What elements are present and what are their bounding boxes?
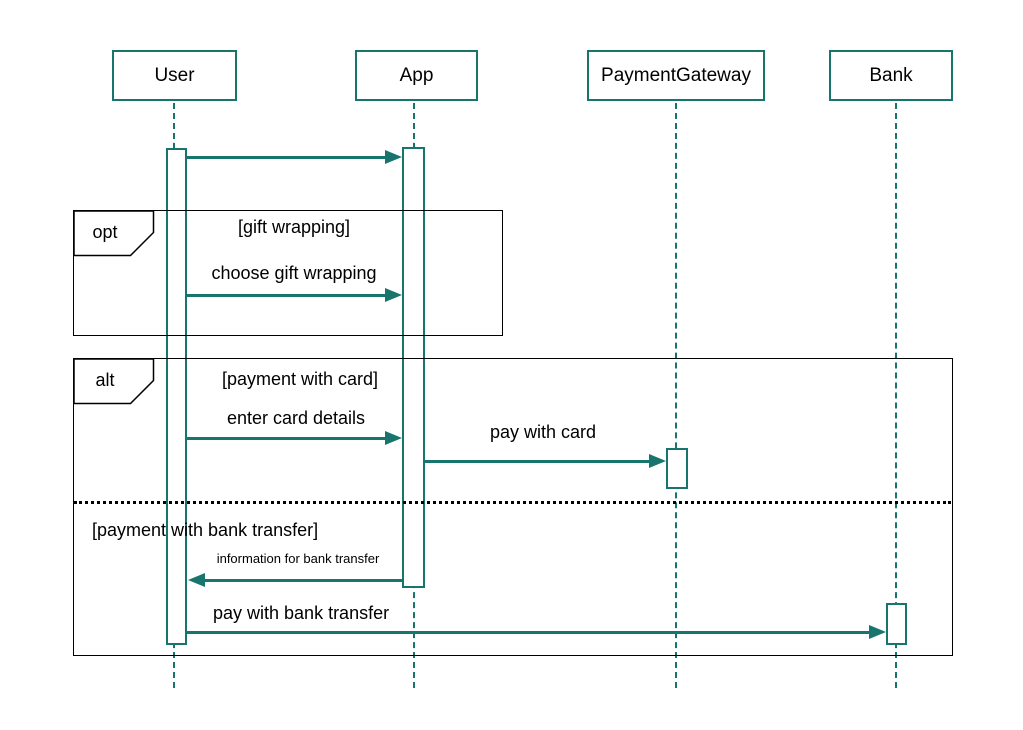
participant-user: User xyxy=(112,50,237,101)
message-information-for-bank-transfer-label: information for bank transfer xyxy=(216,551,380,566)
fragment-alt-pentagon-icon xyxy=(72,357,154,404)
participant-user-label: User xyxy=(154,64,195,86)
fragment-alt-guard-card: [payment with card] xyxy=(221,369,379,389)
participant-app-label: App xyxy=(399,64,434,86)
arrowhead-right-icon xyxy=(869,625,886,639)
fragment-alt: alt xyxy=(72,357,953,656)
fragment-alt-guard-bank-transfer: [payment with bank transfer] xyxy=(92,520,319,540)
message-user-app-line xyxy=(187,155,386,159)
arrowhead-right-icon xyxy=(649,454,666,468)
participant-bank-label: Bank xyxy=(869,64,913,86)
activation-user xyxy=(166,148,187,645)
fragment-alt-operator: alt xyxy=(95,370,115,390)
activation-app xyxy=(402,147,425,588)
arrowhead-right-icon xyxy=(385,288,402,302)
fragment-opt-guard: [gift wrapping] xyxy=(237,217,351,237)
arrowhead-right-icon xyxy=(385,150,402,164)
fragment-opt-pentagon-icon xyxy=(72,209,154,256)
message-pay-with-card-label: pay with card xyxy=(489,422,597,442)
fragment-opt-operator: opt xyxy=(92,222,118,242)
participant-paymentgateway-label: PaymentGateway xyxy=(601,64,751,86)
message-choose-gift-wrapping-label: choose gift wrapping xyxy=(211,263,377,283)
participant-paymentgateway: PaymentGateway xyxy=(587,50,765,101)
message-enter-card-details-label: enter card details xyxy=(226,408,366,428)
arrowhead-right-icon xyxy=(385,431,402,445)
message-enter-card-details-line xyxy=(187,436,386,440)
participant-bank: Bank xyxy=(829,50,953,101)
participant-app: App xyxy=(355,50,478,101)
lifeline-paymentgateway xyxy=(675,103,677,688)
fragment-alt-divider xyxy=(74,501,951,504)
message-pay-with-bank-transfer-line xyxy=(187,630,869,634)
message-choose-gift-wrapping-line xyxy=(187,293,386,297)
activation-bank xyxy=(886,603,907,645)
message-pay-with-card-line xyxy=(425,459,650,463)
message-pay-with-bank-transfer-label: pay with bank transfer xyxy=(213,603,390,623)
activation-paymentgateway xyxy=(666,448,688,489)
lifeline-bank xyxy=(895,103,897,688)
arrowhead-left-icon xyxy=(188,573,205,587)
message-information-for-bank-transfer-line xyxy=(204,578,402,582)
